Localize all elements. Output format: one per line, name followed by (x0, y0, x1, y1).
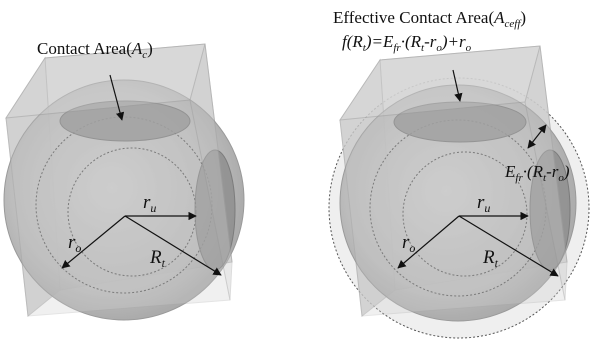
right-offset-arrow (527, 124, 547, 149)
left-label-rt: Rt (149, 247, 166, 270)
right-label-ro: ro (402, 232, 415, 255)
left-cube-top-face (5, 43, 206, 119)
right-label-ru: ru (477, 192, 490, 215)
right-effective-area-label: Effective Contact Area(Aceff) (333, 8, 526, 30)
left-diagram: Contact Area(Ac) ru ro Rt (3, 39, 245, 321)
right-label-rt: Rt (482, 247, 499, 270)
left-contact-area-label: Contact Area(Ac) (37, 39, 153, 61)
right-cube-top-face (338, 45, 541, 121)
left-vector-ro (61, 215, 126, 269)
right-effective-arrow (452, 69, 463, 102)
right-vector-ro (397, 215, 460, 269)
right-diagram: Effective Contact Area(Aceff) f(Rt)=Efr·… (328, 8, 590, 339)
right-contact-cap-top (393, 101, 527, 143)
left-contact-arrow (109, 74, 125, 121)
left-cube-right-face (189, 43, 233, 301)
right-vector-rt (458, 215, 559, 277)
left-label-ru: ru (143, 192, 156, 215)
right-formula: f(Rt)=Efr·(Rt-ro)+ro (342, 32, 472, 54)
left-vector-rt (124, 215, 222, 276)
right-cube-right-face (524, 45, 568, 301)
right-offset-label: Efr·(Rt-ro) (504, 162, 570, 184)
left-contact-cap-top (59, 100, 191, 142)
left-label-ro: ro (68, 232, 81, 255)
right-cube-front-face (339, 101, 566, 317)
